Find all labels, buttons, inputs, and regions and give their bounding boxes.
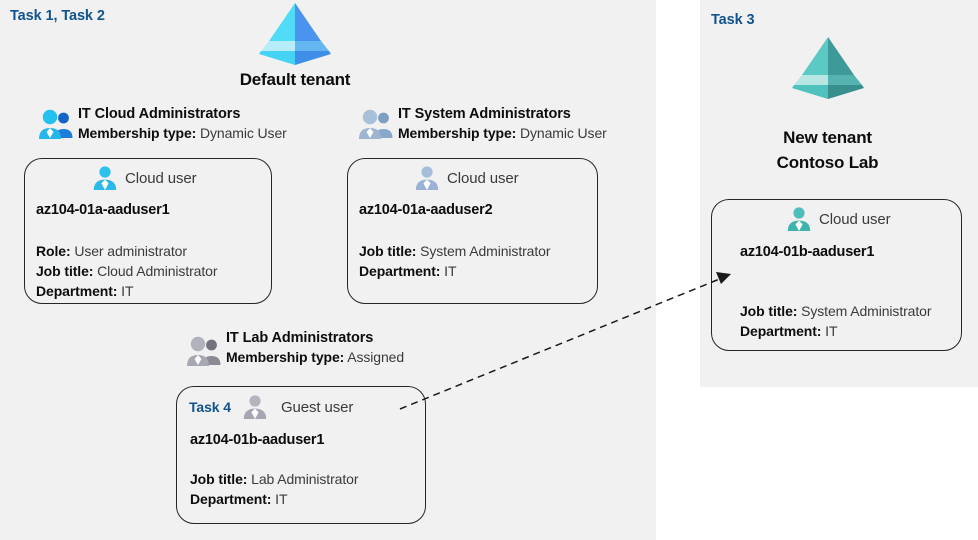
- user-attributes: Job title: Lab Administrator Department:…: [190, 469, 358, 509]
- task-label-right: Task 3: [711, 12, 755, 28]
- group-membership: Membership type: Dynamic User: [398, 125, 607, 141]
- guest-user-icon: [242, 394, 268, 420]
- user-card-aaduser1[interactable]: [24, 158, 272, 304]
- attribute-value: IT: [121, 283, 134, 300]
- group-membership: Membership type: Dynamic User: [78, 125, 287, 141]
- attribute-label: Department:: [190, 491, 272, 508]
- membership-type-value: Assigned: [347, 349, 405, 365]
- attribute-label: Department:: [36, 283, 118, 300]
- group-name: IT System Administrators: [398, 106, 571, 122]
- attribute-role: Role: User administrator: [36, 241, 217, 261]
- user-principal-name: az104-01b-aaduser1: [190, 432, 325, 448]
- membership-type-value: Dynamic User: [200, 125, 287, 141]
- task-label-left: Task 1, Task 2: [10, 8, 105, 24]
- cloud-user-icon: [414, 165, 440, 191]
- user-type-label: Guest user: [280, 398, 354, 416]
- new-tenant-title-line1: New tenant: [783, 128, 872, 147]
- group-users-icon-system-admins: [358, 108, 396, 140]
- attribute-label: Job title:: [740, 303, 798, 319]
- group-membership: Membership type: Assigned: [226, 349, 404, 365]
- user-card-guest-aaduser1[interactable]: [176, 386, 426, 524]
- user-principal-name: az104-01a-aaduser2: [359, 202, 493, 218]
- user-principal-name: az104-01a-aaduser1: [36, 202, 170, 218]
- attribute-department: Department: IT: [36, 281, 217, 301]
- azure-tenant-icon: [253, 0, 337, 69]
- group-users-icon-lab-admins: [186, 335, 224, 367]
- group-name: IT Lab Administrators: [226, 330, 374, 346]
- attribute-job-title: Job title: Lab Administrator: [190, 469, 358, 489]
- user-card-header: Cloud user: [414, 165, 519, 191]
- attribute-value: System Administrator: [801, 303, 932, 319]
- attribute-value: System Administrator: [420, 243, 551, 259]
- default-tenant-panel: [0, 0, 656, 540]
- attribute-job-title: Job title: System Administrator: [740, 301, 932, 321]
- membership-type-value: Dynamic User: [520, 125, 607, 141]
- cloud-user-icon: [92, 165, 118, 191]
- attribute-department: Department: IT: [740, 321, 931, 341]
- user-card-header: Cloud user: [92, 165, 197, 191]
- group-heading-lab-admins: IT Lab Administrators Membership type: A…: [226, 330, 404, 365]
- new-tenant-title-line2: Contoso Lab: [776, 152, 879, 172]
- cloud-user-icon: [786, 206, 812, 232]
- task-label-card: Task 4: [189, 399, 231, 415]
- attribute-department: Department: IT: [190, 489, 358, 509]
- membership-type-label: Membership type:: [78, 125, 197, 141]
- attribute-label: Job title:: [190, 471, 248, 487]
- attribute-value: IT: [444, 263, 457, 280]
- group-heading-cloud-admins: IT Cloud Administrators Membership type:…: [78, 106, 287, 141]
- attribute-label: Job title:: [359, 243, 417, 259]
- group-heading-system-admins: IT System Administrators Membership type…: [398, 106, 607, 141]
- attribute-label: Job title:: [36, 263, 94, 280]
- user-attributes: Role: User administrator Job title: Clou…: [36, 241, 218, 301]
- group-users-icon-cloud-admins: [38, 108, 76, 140]
- attribute-value: User administrator: [74, 243, 187, 259]
- attribute-label: Department:: [740, 323, 822, 340]
- azure-tenant-icon: [786, 33, 870, 103]
- user-card-header: Task 4 Guest user: [189, 394, 353, 420]
- attribute-department: Department: IT: [359, 261, 550, 281]
- attribute-value: Cloud Administrator: [97, 263, 218, 280]
- user-type-label: Cloud user: [125, 169, 197, 187]
- membership-type-label: Membership type:: [226, 349, 345, 365]
- new-tenant-title: New tenant Contoso Lab: [725, 126, 930, 175]
- membership-type-label: Membership type:: [398, 125, 517, 141]
- user-type-label: Cloud user: [819, 210, 891, 228]
- attribute-value: IT: [275, 491, 288, 508]
- user-principal-name: az104-01b-aaduser1: [740, 244, 875, 260]
- user-card-new-tenant-aaduser1[interactable]: [711, 199, 962, 351]
- user-type-label: Cloud user: [447, 169, 519, 187]
- attribute-job-title: Job title: Cloud Administrator: [36, 261, 218, 281]
- attribute-label: Role:: [36, 243, 71, 259]
- group-name: IT Cloud Administrators: [78, 106, 241, 122]
- default-tenant-title: Default tenant: [239, 70, 351, 89]
- attribute-value: Lab Administrator: [251, 471, 359, 487]
- user-card-header: Cloud user: [786, 206, 891, 232]
- attribute-label: Department:: [359, 263, 441, 280]
- user-attributes: Job title: System Administrator Departme…: [740, 301, 932, 341]
- attribute-job-title: Job title: System Administrator: [359, 241, 551, 261]
- attribute-value: IT: [825, 323, 838, 340]
- user-attributes: Job title: System Administrator Departme…: [359, 241, 551, 281]
